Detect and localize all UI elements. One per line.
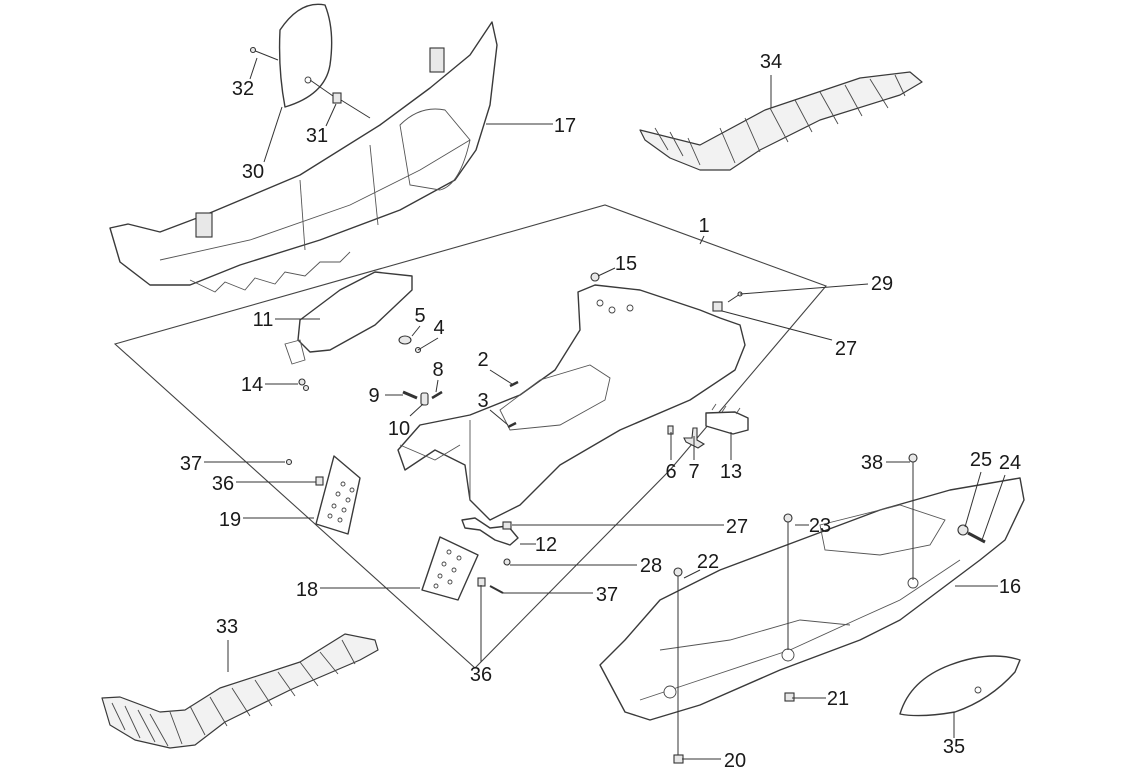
part-20-nut bbox=[673, 754, 684, 764]
callout-label-36: 36 bbox=[470, 664, 492, 686]
part-35-oval-plate bbox=[899, 655, 1021, 717]
part-27-clip-upper bbox=[712, 301, 723, 312]
callout-label-1: 1 bbox=[698, 215, 709, 237]
part-16-side-cover-right bbox=[599, 477, 1025, 721]
part-17-side-cover-left bbox=[109, 21, 498, 293]
callout-label-16: 16 bbox=[999, 576, 1021, 598]
callout-label-23: 23 bbox=[809, 515, 831, 537]
leader-line-3 bbox=[489, 409, 509, 426]
part-38-screw bbox=[908, 453, 918, 580]
callout-label-13: 13 bbox=[720, 461, 742, 483]
part-21-nut bbox=[784, 692, 795, 702]
callout-label-7: 7 bbox=[688, 461, 699, 483]
part-27-clip-lower bbox=[502, 521, 512, 530]
callout-label-4: 4 bbox=[433, 317, 444, 339]
callout-label-14: 14 bbox=[241, 374, 263, 396]
part-34-trim-strip bbox=[639, 71, 923, 171]
callout-label-24: 24 bbox=[999, 452, 1021, 474]
callout-label-10: 10 bbox=[388, 418, 410, 440]
leader-line-24 bbox=[981, 474, 1006, 541]
callout-label-9: 9 bbox=[368, 385, 379, 407]
callout-label-37: 37 bbox=[596, 584, 618, 606]
leader-lines bbox=[204, 57, 1006, 760]
part-30-cover-plate bbox=[278, 3, 333, 108]
part-10-bracket bbox=[420, 392, 429, 406]
callout-label-36: 36 bbox=[212, 473, 234, 495]
part-29-screw bbox=[727, 291, 743, 303]
callout-label-34: 34 bbox=[760, 51, 782, 73]
callout-label-25: 25 bbox=[970, 449, 992, 471]
callout-label-11: 11 bbox=[253, 309, 274, 331]
part-36-nut-lower bbox=[477, 577, 486, 587]
callout-label-19: 19 bbox=[219, 509, 241, 531]
part-5-latch bbox=[398, 335, 412, 345]
leader-line-1 bbox=[699, 235, 705, 245]
part-13-holder bbox=[705, 403, 749, 435]
part-11-lid bbox=[284, 271, 413, 365]
leader-line-30 bbox=[263, 106, 283, 163]
part-3-screw bbox=[507, 421, 517, 429]
callout-label-15: 15 bbox=[615, 253, 637, 275]
callout-label-38: 38 bbox=[861, 452, 883, 474]
leader-line-31 bbox=[325, 103, 337, 127]
leader-line-22 bbox=[683, 569, 701, 579]
part-2-screw bbox=[509, 380, 519, 388]
leader-line-4 bbox=[417, 337, 439, 351]
part-19-foot-plate bbox=[315, 455, 361, 535]
part-18-foot-plate bbox=[421, 536, 479, 601]
part-22-screw bbox=[673, 567, 683, 755]
leader-line-8 bbox=[435, 379, 439, 393]
part-1-floor-panel bbox=[397, 284, 746, 521]
callout-label-37: 37 bbox=[180, 453, 202, 475]
part-37-screw-lower bbox=[489, 585, 504, 594]
part-8-screw bbox=[431, 390, 443, 400]
part-33-trim-strip bbox=[101, 633, 379, 749]
part-24-bolt bbox=[967, 531, 986, 544]
part-31-clip bbox=[309, 79, 371, 119]
callout-label-5: 5 bbox=[414, 305, 425, 327]
callout-label-3: 3 bbox=[477, 390, 488, 412]
callout-label-33: 33 bbox=[216, 616, 238, 638]
callout-label-27: 27 bbox=[726, 516, 748, 538]
callout-label-29: 29 bbox=[871, 273, 893, 295]
callout-label-20: 20 bbox=[724, 750, 746, 768]
callout-label-17: 17 bbox=[554, 115, 576, 137]
callout-label-21: 21 bbox=[827, 688, 849, 710]
part-32-screw bbox=[249, 46, 279, 61]
callout-label-27: 27 bbox=[835, 338, 857, 360]
callout-label-30: 30 bbox=[242, 161, 264, 183]
leader-line-15 bbox=[597, 267, 616, 277]
leader-line-32 bbox=[249, 57, 258, 80]
part-28-screw bbox=[503, 558, 511, 566]
part-12-bracket bbox=[461, 517, 519, 546]
leader-line-25 bbox=[964, 471, 982, 528]
part-15-nut bbox=[590, 272, 600, 282]
callout-label-35: 35 bbox=[943, 736, 965, 758]
leader-line-10 bbox=[409, 403, 424, 417]
part-37-screw-upper bbox=[285, 458, 293, 466]
leader-line-2 bbox=[489, 369, 513, 385]
callout-label-12: 12 bbox=[535, 534, 557, 556]
callout-label-6: 6 bbox=[665, 461, 676, 483]
part-25-washer bbox=[957, 524, 969, 536]
part-9-pin bbox=[402, 390, 418, 400]
part-36-nut-upper bbox=[315, 476, 324, 486]
part-23-screw bbox=[783, 513, 793, 650]
leader-line-29 bbox=[739, 283, 869, 295]
assembly-1-frame bbox=[113, 204, 827, 669]
callout-label-22: 22 bbox=[697, 551, 719, 573]
leader-line-27 bbox=[721, 310, 833, 341]
part-14-spring bbox=[298, 378, 310, 392]
leader-line-5 bbox=[411, 325, 421, 337]
callout-label-28: 28 bbox=[640, 555, 662, 577]
callout-label-31: 31 bbox=[306, 125, 328, 147]
callout-label-32: 32 bbox=[232, 78, 254, 100]
callout-label-8: 8 bbox=[432, 359, 443, 381]
callout-label-2: 2 bbox=[477, 349, 488, 371]
callout-label-18: 18 bbox=[296, 579, 318, 601]
